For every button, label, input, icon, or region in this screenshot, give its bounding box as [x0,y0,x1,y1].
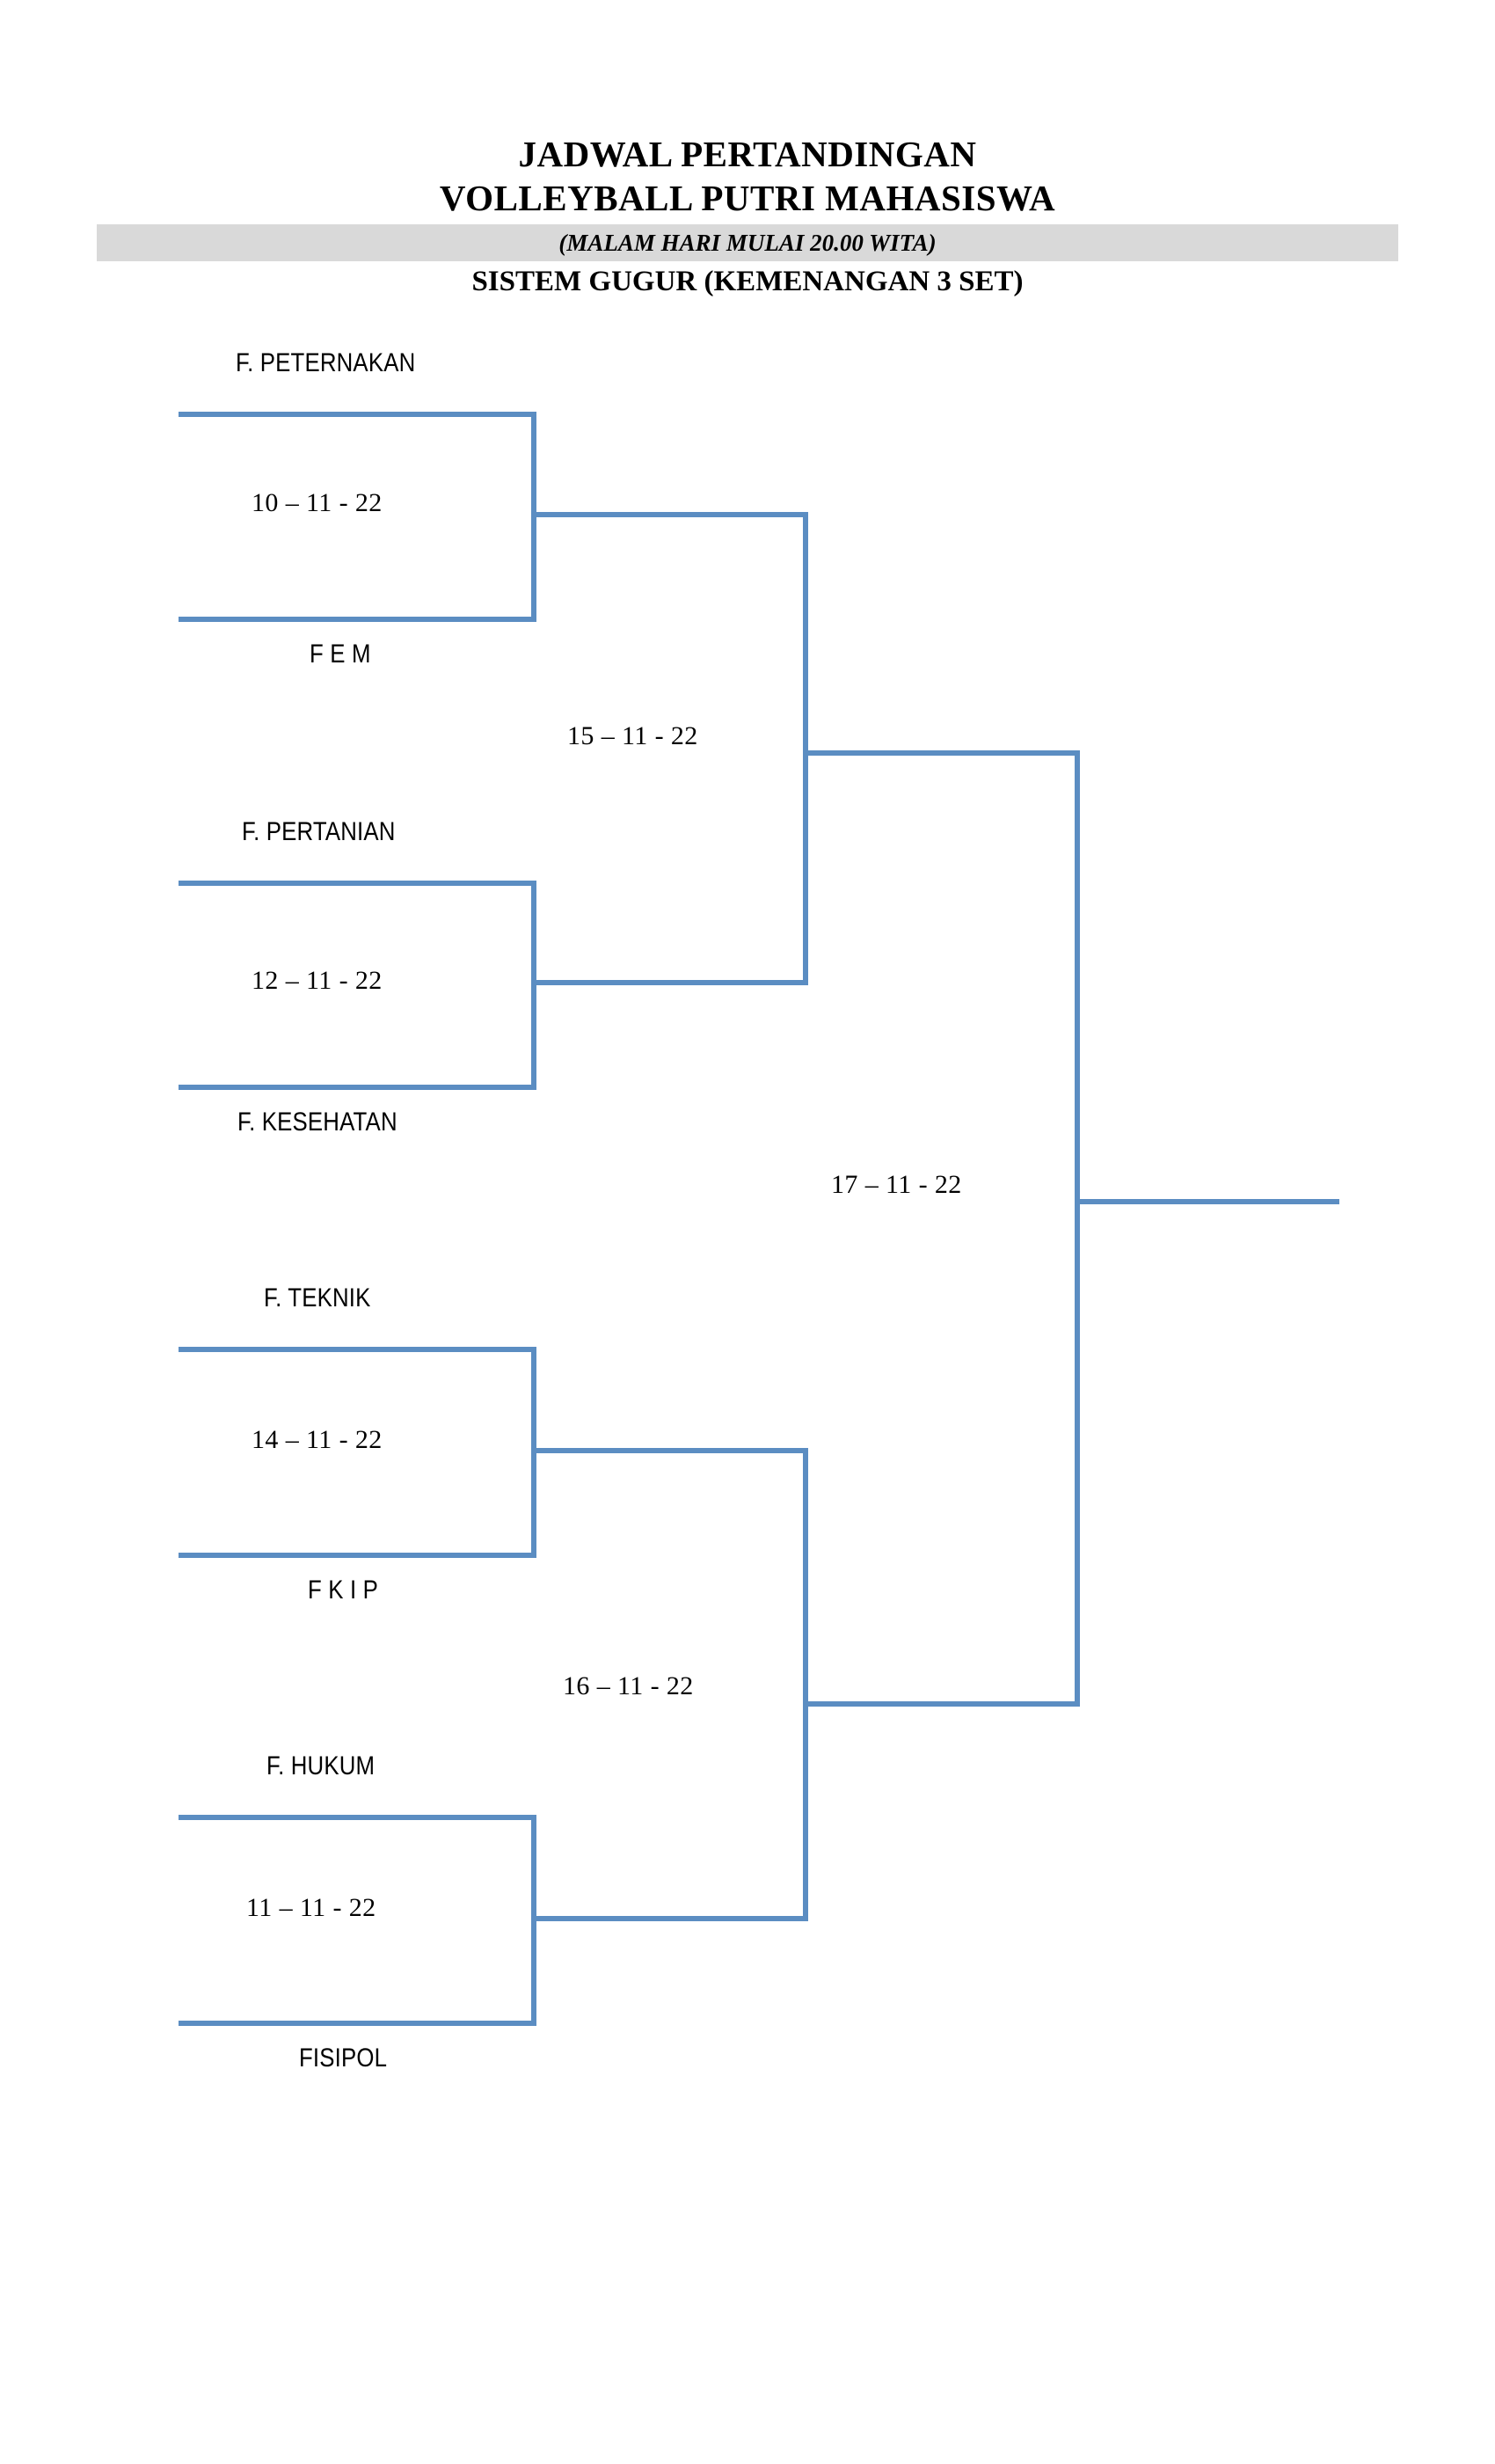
title-line-4: SISTEM GUGUR (KEMENANGAN 3 SET) [471,266,1024,297]
team-label-fem: F E M [310,640,371,669]
bracket4-top-line [179,1815,536,1820]
team-label-pertanian: F. PERTANIAN [242,817,396,846]
team-label-peternakan: F. PETERNAKAN [236,348,416,377]
match-date-bracket3: 14 – 11 - 22 [252,1425,383,1454]
semifinal-lower-out-line [803,1701,1080,1707]
document-header: JADWAL PERTANDINGAN VOLLEYBALL PUTRI MAH… [0,132,1495,220]
team-label-fisipol: FISIPOL [299,2044,388,2073]
team-label-fkip: F K I P [308,1576,379,1605]
match-date-final: 17 – 11 - 22 [831,1170,962,1199]
title-line-1: JADWAL PERTANDINGAN [518,134,977,174]
team-label-kesehatan: F. KESEHATAN [237,1108,397,1137]
semifinal-upper-connector [803,512,808,985]
bracket4-bottom-line [179,2021,536,2026]
final-champion-line [1075,1199,1339,1204]
match-date-semifinal-lower: 16 – 11 - 22 [563,1671,694,1700]
semifinal-upper-feed-top [531,512,808,517]
bracket2-top-line [179,881,536,886]
bracket1-top-line [179,412,536,417]
final-connector [1075,750,1080,1707]
semifinal-lower-feed-top [531,1448,808,1453]
bracket3-top-line [179,1347,536,1352]
subtitle-highlight-band: (MALAM HARI MULAI 20.00 WITA) [97,224,1398,261]
semifinal-upper-out-line [803,750,1080,756]
subtitle-text: (MALAM HARI MULAI 20.00 WITA) [558,230,937,256]
team-label-hukum: F. HUKUM [266,1751,376,1780]
semifinal-lower-feed-bottom [531,1916,808,1921]
team-label-teknik: F. TEKNIK [264,1283,371,1312]
match-date-bracket1: 10 – 11 - 22 [252,488,383,517]
semifinal-upper-feed-bottom [531,980,808,985]
title-line-2: VOLLEYBALL PUTRI MAHASISWA [439,178,1056,218]
semifinal-lower-connector [803,1448,808,1921]
bracket3-bottom-line [179,1553,536,1558]
match-date-bracket4: 11 – 11 - 22 [246,1893,376,1922]
bracket2-connector [531,881,536,1090]
match-date-semifinal-upper: 15 – 11 - 22 [567,721,698,750]
bracket2-bottom-line [179,1085,536,1090]
bracket1-bottom-line [179,617,536,622]
match-date-bracket2: 12 – 11 - 22 [252,966,383,995]
